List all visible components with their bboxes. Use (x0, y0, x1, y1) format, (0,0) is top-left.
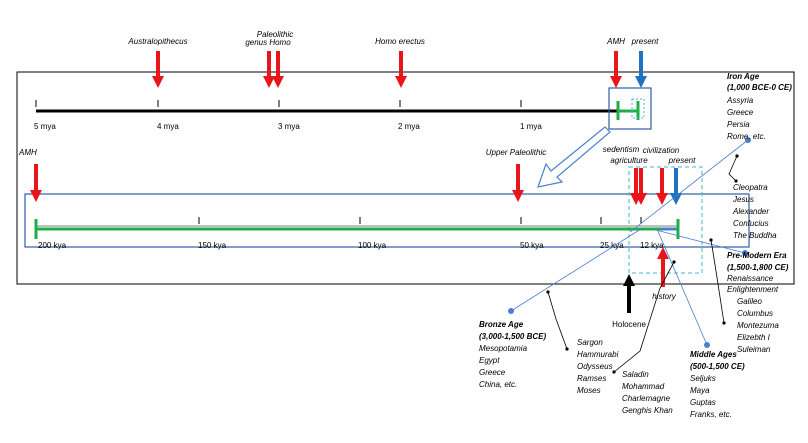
bottom-tick-label: 200 kya (38, 241, 67, 250)
civilization-label: civilization (643, 146, 680, 155)
agriculture-label: agriculture (610, 156, 648, 165)
iron-age-dot (745, 137, 751, 143)
pre-modern-dot (742, 250, 748, 256)
bottom-zoom-box (24, 193, 750, 248)
upper-paleolithic-label: Upper Paleolithic (486, 148, 546, 157)
bronze-age-place: Greece (479, 368, 506, 377)
top-tick-label: 2 mya (398, 122, 420, 131)
iron-age-person: The Buddha (733, 231, 777, 240)
homo-erectus-arrow (395, 51, 407, 88)
holocene-arrow (623, 274, 635, 313)
middle-ages-dot (704, 342, 710, 348)
iron-age-person: Jesus (732, 195, 754, 204)
middle-ages-person: Mohammad (622, 382, 665, 391)
middle-ages-block: Middle Ages (500-1,500 CE) Seljuks Maya … (622, 350, 745, 419)
amh-top-arrow (610, 51, 622, 88)
middle-ages-place: Seljuks (690, 374, 716, 383)
paleolithic-label: Paleolithic (257, 30, 293, 39)
homo-erectus-label: Homo erectus (375, 37, 425, 46)
history-arrow (657, 247, 669, 287)
iron-age-person: Alexander (732, 207, 769, 216)
amh-top-label: AMH (606, 37, 625, 46)
iron-age-place: Rome, etc. (727, 132, 766, 141)
bronze-age-place: Mesopotamia (479, 344, 528, 353)
amh-bottom-label: AMH (18, 148, 37, 157)
genus-homo-arrow-1 (263, 51, 275, 88)
iron-age-person: Confucius (733, 219, 769, 228)
middle-ages-place: Guptas (690, 398, 716, 407)
iron-age-block: Iron Age (1,000 BCE-0 CE) Assyria Greece… (726, 72, 792, 240)
top-zoom-box (608, 87, 652, 130)
middle-ages-place: Maya (690, 386, 710, 395)
present-bottom-label: present (668, 156, 696, 165)
bottom-tick-label: 12 kya (640, 241, 664, 250)
iron-age-place: Assyria (726, 96, 754, 105)
bronze-age-title: Bronze Age (479, 320, 524, 329)
bottom-tick-label: 100 kya (358, 241, 387, 250)
top-tick-label: 4 mya (157, 122, 179, 131)
bronze-age-person: Hammurabi (577, 350, 619, 359)
pre-modern-dates: (1,500-1,800 CE) (727, 263, 789, 272)
pre-modern-person: Columbus (737, 309, 773, 318)
holocene-label: Holocene (612, 320, 646, 329)
civilization-dashed-box (628, 166, 703, 274)
iron-age-dates: (1,000 BCE-0 CE) (727, 83, 792, 92)
pre-modern-block: Pre-Modern Era (1,500-1,800 CE) Renaissa… (727, 251, 789, 354)
pre-modern-person: Elizebth I (737, 333, 771, 342)
pre-modern-title: Pre-Modern Era (727, 251, 787, 260)
pre-modern-place: Enlightenment (727, 285, 779, 294)
bronze-age-dot (508, 308, 514, 314)
bottom-tick-label: 50 kya (520, 241, 544, 250)
middle-ages-title: Middle Ages (690, 350, 737, 359)
upper-paleolithic-arrow (512, 164, 524, 202)
history-label: history (652, 292, 677, 301)
australopithecus-arrow (152, 51, 164, 88)
pre-modern-person: Galileo (737, 297, 762, 306)
sedentism-label: sedentism (603, 145, 640, 154)
middle-ages-person: Charlemagne (622, 394, 671, 403)
bronze-age-person: Moses (577, 386, 601, 395)
present-top-arrow (635, 51, 647, 88)
iron-age-title: Iron Age (727, 72, 760, 81)
present-bottom-arrow (670, 168, 682, 205)
bottom-tick-label: 25 kya (600, 241, 624, 250)
pre-modern-person: Montezuma (737, 321, 779, 330)
genus-homo-label: genus Homo (245, 38, 291, 47)
top-timeline: 5 mya 4 mya 3 mya 2 mya 1 mya Australopi… (34, 30, 659, 131)
bronze-age-place: China, etc. (479, 380, 517, 389)
sedentism-arrow-2 (635, 168, 647, 205)
middle-ages-dates: (500-1,500 CE) (690, 362, 745, 371)
top-tick-label: 3 mya (278, 122, 300, 131)
era-leader-dots (508, 137, 751, 374)
bronze-age-person: Odysseus (577, 362, 613, 371)
top-tick-label: 1 mya (520, 122, 542, 131)
middle-ages-place: Franks, etc. (690, 410, 732, 419)
top-tick-label: 5 mya (34, 122, 56, 131)
iron-age-place: Persia (727, 120, 750, 129)
middle-ages-person: Genghis Khan (622, 406, 673, 415)
top-mini-dashed-box (631, 98, 645, 119)
zoom-pointer-arrow (537, 126, 611, 188)
civilization-arrow (656, 168, 668, 205)
amh-bottom-arrow (30, 164, 42, 202)
present-top-label: present (631, 37, 659, 46)
bronze-age-block: Bronze Age (3,000-1,500 BCE) Mesopotamia… (479, 320, 619, 395)
genus-homo-arrow-2 (272, 51, 284, 88)
iron-age-person: Cleopatra (733, 183, 768, 192)
australopithecus-label: Australopithecus (127, 37, 187, 46)
bronze-age-place: Egypt (479, 356, 500, 365)
bottom-timeline: 200 kya 150 kya 100 kya 50 kya 25 kya 12… (18, 145, 750, 329)
outer-frame (16, 71, 795, 285)
iron-age-place: Greece (727, 108, 754, 117)
bottom-tick-label: 150 kya (198, 241, 227, 250)
pre-modern-place: Renaissance (727, 274, 774, 283)
pre-modern-person: Suleiman (737, 345, 771, 354)
bronze-age-person: Ramses (577, 374, 606, 383)
era-leaders (510, 139, 749, 373)
bronze-age-person: Sargon (577, 338, 603, 347)
bronze-age-dates: (3,000-1,500 BCE) (479, 332, 546, 341)
middle-ages-person: Saladin (622, 370, 649, 379)
